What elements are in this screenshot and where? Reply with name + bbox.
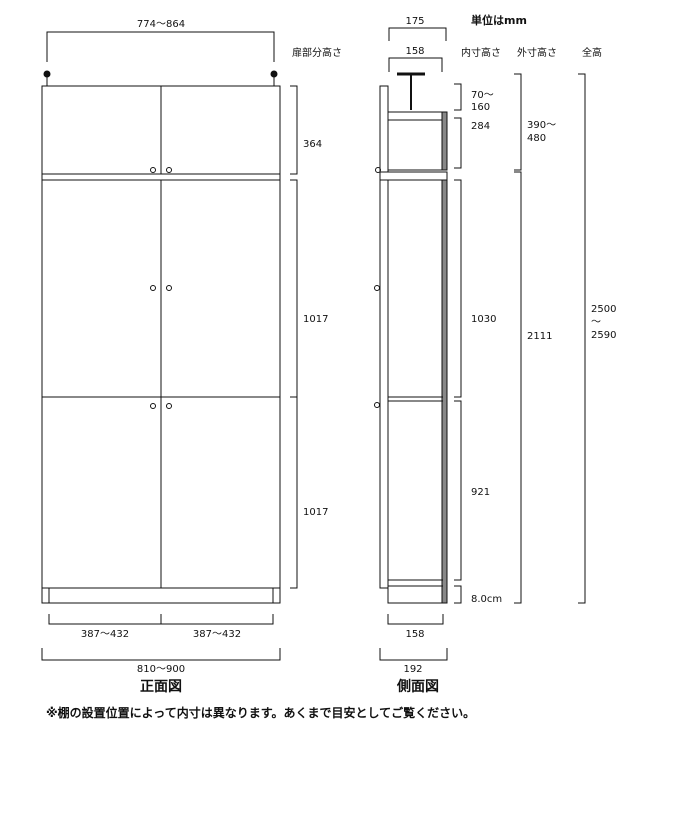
door-knob-icon bbox=[374, 402, 380, 408]
front-view-caption: 正面図 bbox=[140, 679, 182, 695]
dim-outer-main bbox=[514, 171, 522, 604]
door-knob-icon bbox=[375, 167, 381, 173]
side-total-height-line2: 〜 bbox=[591, 317, 601, 328]
dim-upper-inner bbox=[454, 179, 462, 398]
dim-door-middle bbox=[290, 179, 298, 398]
door-knob-icon bbox=[166, 403, 172, 409]
dim-base-inner bbox=[454, 585, 462, 604]
front-door-upper-height: 364 bbox=[303, 139, 322, 150]
dim-door-upper bbox=[290, 85, 298, 175]
side-top-depth: 175 bbox=[405, 16, 424, 27]
side-top-box-inner-height: 284 bbox=[471, 121, 490, 132]
front-top-width: 774〜864 bbox=[137, 19, 185, 30]
front-total-width: 810〜900 bbox=[137, 664, 185, 675]
side-total-height-line1: 2500 bbox=[591, 304, 616, 315]
side-joint-band bbox=[379, 171, 448, 181]
door-knob-icon bbox=[150, 285, 156, 291]
side-inner-depth-top: 158 bbox=[405, 46, 424, 57]
side-view bbox=[374, 27, 586, 661]
front-view bbox=[41, 31, 298, 661]
dim-total-height bbox=[578, 73, 586, 604]
header-inner-height: 内寸高さ bbox=[461, 46, 501, 59]
tension-rod-knob-left bbox=[43, 70, 51, 78]
side-bottom-inner-depth: 158 bbox=[405, 629, 424, 640]
dim-total-width bbox=[41, 648, 281, 661]
front-half-width-left: 387〜432 bbox=[81, 629, 129, 640]
side-outer-top-line2: 480 bbox=[527, 133, 546, 144]
side-back-panel-main bbox=[441, 179, 448, 604]
front-half-width-right: 387〜432 bbox=[193, 629, 241, 640]
door-knob-icon bbox=[166, 167, 172, 173]
cabinet-joint-band bbox=[41, 173, 281, 181]
side-upper-inner-height: 1030 bbox=[471, 314, 496, 325]
dim-lower-inner bbox=[454, 400, 462, 581]
door-knob-icon bbox=[150, 403, 156, 409]
side-outer-main-height: 2111 bbox=[527, 331, 552, 342]
top-width-dimension-line bbox=[46, 31, 275, 62]
side-lower-inner-height: 921 bbox=[471, 487, 490, 498]
side-upper-box bbox=[387, 111, 444, 171]
header-total-height: 全高 bbox=[582, 46, 602, 59]
side-adjuster-height-line2: 160 bbox=[471, 102, 490, 113]
door-knob-icon bbox=[150, 167, 156, 173]
unit-label: 単位はmm bbox=[471, 13, 527, 27]
side-outer-top-line1: 390〜 bbox=[527, 120, 556, 131]
door-knob-icon bbox=[166, 285, 172, 291]
side-adjuster-height-line1: 70〜 bbox=[471, 90, 494, 101]
dim-adjuster-height bbox=[454, 83, 462, 111]
footnote: ※棚の設置位置によって内寸は異なります。あくまで目安としてご覧ください。 bbox=[46, 706, 476, 720]
labels: 単位はmm 扉部分高さ 内寸高さ 外寸高さ 全高 774〜864 364 101… bbox=[81, 13, 617, 695]
header-outer-height: 外寸高さ bbox=[517, 46, 557, 59]
tension-rod-knob-right bbox=[270, 70, 278, 78]
header-door-height: 扉部分高さ bbox=[292, 46, 342, 59]
dim-top-box-inner bbox=[454, 117, 462, 169]
front-door-middle-height: 1017 bbox=[303, 314, 328, 325]
door-knob-icon bbox=[374, 285, 380, 291]
dim-inner-depth-top bbox=[388, 57, 443, 72]
side-door-upper bbox=[379, 85, 389, 173]
side-main-body bbox=[387, 179, 444, 604]
dim-bottom-inner-depth bbox=[387, 614, 444, 625]
side-total-height-line3: 2590 bbox=[591, 330, 616, 341]
side-bottom-depth: 192 bbox=[403, 664, 422, 675]
dim-door-lower bbox=[290, 396, 298, 589]
side-door-main bbox=[379, 179, 389, 589]
side-base-inner-height: 8.0cm bbox=[471, 594, 502, 605]
dim-outer-top bbox=[514, 73, 522, 171]
side-back-panel-upper bbox=[441, 111, 448, 171]
dim-top-depth bbox=[388, 27, 447, 41]
dim-bottom-depth bbox=[379, 648, 448, 661]
front-door-lower-height: 1017 bbox=[303, 507, 328, 518]
side-view-caption: 側面図 bbox=[396, 678, 439, 695]
